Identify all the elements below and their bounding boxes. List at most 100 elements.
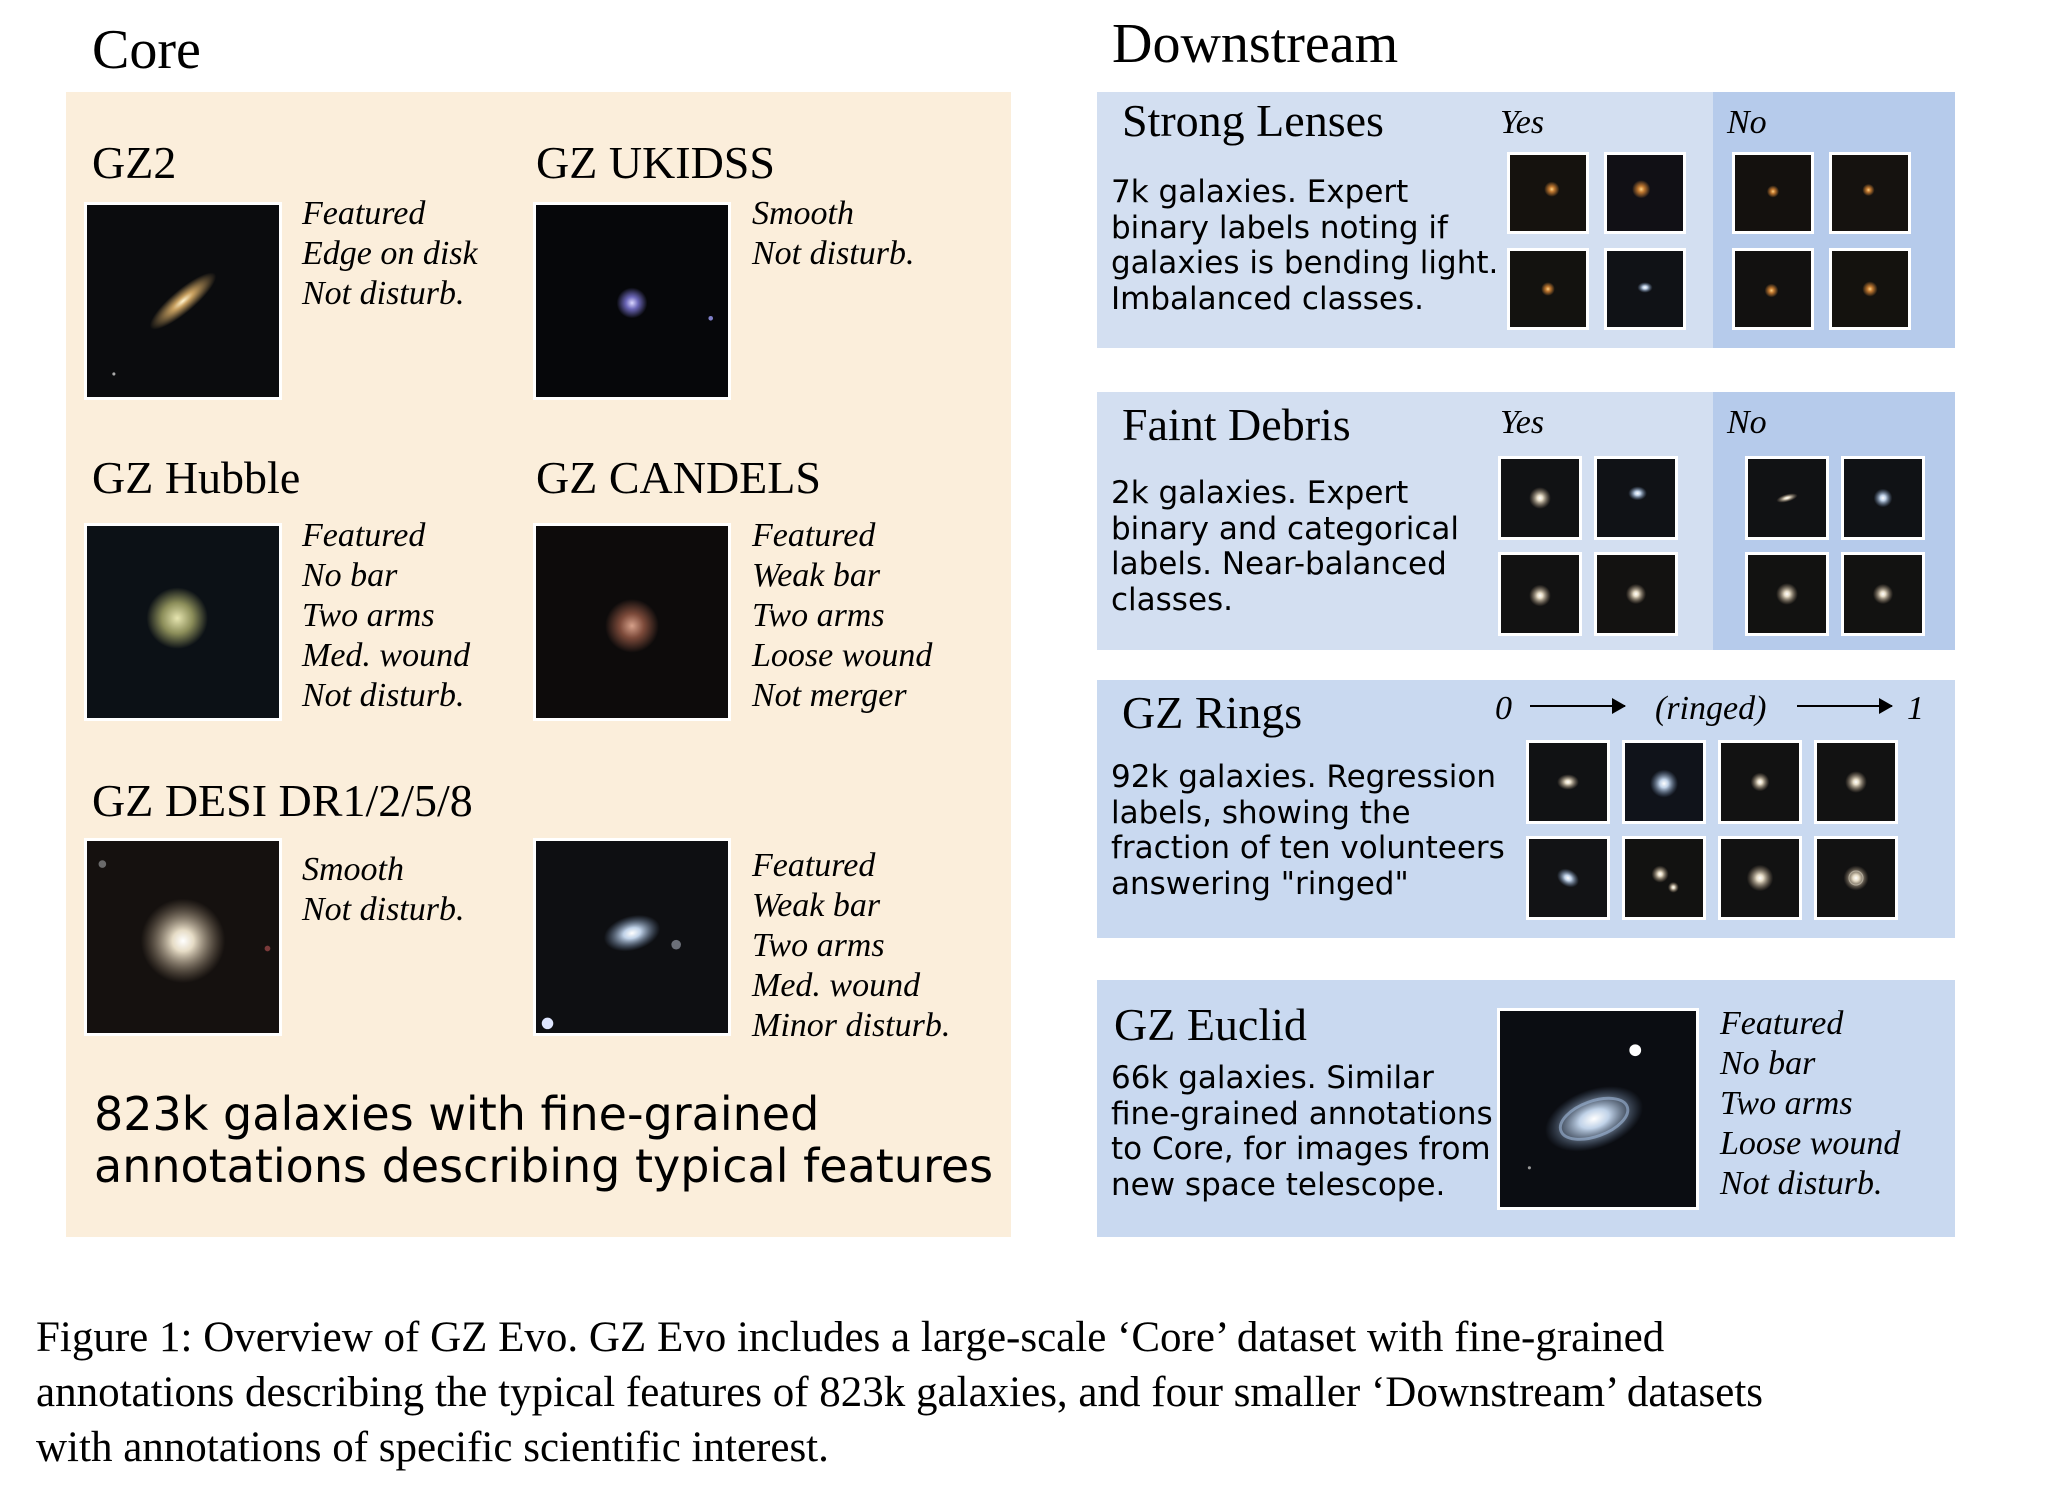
strong-lenses-description: 7k galaxies. Expert binary labels noting…: [1111, 174, 1499, 317]
faint-debris-desc-line-2: binary and categorical: [1111, 510, 1459, 547]
strong-lenses-yes-image-4: [1604, 248, 1686, 330]
gz2-tag-1: Featured: [302, 195, 426, 232]
gz-rings-image-1: [1526, 740, 1610, 824]
faint-debris-yes-image-1: [1498, 456, 1582, 540]
gz-rings-desc-line-4: answering "ringed": [1111, 865, 1409, 902]
gz-desi-right-tag-2: Weak bar: [752, 887, 881, 924]
gz-desi-right-tag-1: Featured: [752, 847, 876, 884]
gz-desi-tags-2: Featured Weak bar Two arms Med. wound Mi…: [752, 846, 950, 1046]
gz-euclid-desc-line-2: fine-grained annotations: [1111, 1095, 1493, 1132]
gz-hubble-tag-2: No bar: [302, 557, 398, 594]
strong-lenses-no-image-3: [1732, 248, 1814, 330]
gz-rings-image-3: [1718, 740, 1802, 824]
strong-lenses-label: Strong Lenses: [1122, 95, 1384, 146]
gz-desi-galaxy-image-1: [84, 838, 282, 1036]
gz-euclid-tag-5: Not disturb.: [1720, 1165, 1883, 1202]
gz-hubble-tag-3: Two arms: [302, 597, 435, 634]
gz-hubble-label: GZ Hubble: [92, 452, 301, 503]
gz-desi-left-tag-2: Not disturb.: [302, 891, 465, 928]
gz-euclid-label: GZ Euclid: [1114, 999, 1307, 1050]
faint-debris-desc-line-1: 2k galaxies. Expert: [1111, 475, 1409, 511]
faint-debris-no-label: No: [1727, 404, 1767, 441]
gz-candels-tag-2: Weak bar: [752, 557, 881, 594]
core-title: Core: [92, 19, 201, 81]
gz-euclid-tags: Featured No bar Two arms Loose wound Not…: [1720, 1004, 1900, 1204]
caption-line-3: with annotations of specific scientific …: [36, 1424, 829, 1471]
gz-rings-desc-line-2: labels, showing the: [1111, 794, 1411, 831]
gz-desi-right-tag-4: Med. wound: [752, 967, 921, 1004]
gz-candels-tag-5: Not merger: [752, 677, 907, 714]
gz-desi-label: GZ DESI DR1/2/5/8: [92, 775, 473, 826]
strong-lenses-yes-image-1: [1507, 152, 1589, 234]
gz-candels-tag-1: Featured: [752, 517, 876, 554]
strong-lenses-no-image-1: [1732, 152, 1814, 234]
gz-desi-right-tag-5: Minor disturb.: [752, 1007, 951, 1044]
gz-euclid-tag-3: Two arms: [1720, 1085, 1853, 1122]
gz-rings-image-8: [1814, 836, 1898, 920]
gz-euclid-galaxy-image: [1497, 1008, 1699, 1210]
gz-candels-tag-4: Loose wound: [752, 637, 933, 674]
faint-debris-yes-image-2: [1594, 456, 1678, 540]
gz-euclid-tag-2: No bar: [1720, 1045, 1816, 1082]
gz2-tags: Featured Edge on disk Not disturb.: [302, 194, 478, 314]
strong-lenses-no-label: No: [1727, 104, 1767, 141]
strong-lenses-no-image-4: [1829, 248, 1911, 330]
faint-debris-yes-image-3: [1498, 552, 1582, 636]
strong-lenses-desc-line-2: binary labels noting if: [1111, 209, 1448, 246]
gz-euclid-desc-line-3: to Core, for images from: [1111, 1131, 1491, 1167]
gz-rings-image-5: [1526, 836, 1610, 920]
gz-desi-right-tag-3: Two arms: [752, 927, 885, 964]
gz-rings-scale-start: 0: [1495, 690, 1512, 727]
faint-debris-desc-line-4: classes.: [1111, 581, 1234, 618]
gz-rings-image-4: [1814, 740, 1898, 824]
strong-lenses-desc-line-3: galaxies is bending light.: [1111, 245, 1499, 281]
gz-rings-scale-mid: (ringed): [1655, 690, 1767, 727]
faint-debris-yes-label: Yes: [1500, 404, 1545, 441]
gz-rings-image-7: [1718, 836, 1802, 920]
gz-ukidss-galaxy-image: [533, 202, 731, 400]
gz2-galaxy-image: [84, 202, 282, 400]
gz-rings-arrowhead-1: [1612, 698, 1626, 714]
gz-candels-galaxy-image: [533, 523, 731, 721]
caption-line-1: Figure 1: Overview of GZ Evo. GZ Evo inc…: [36, 1314, 1665, 1361]
gz-candels-tags: Featured Weak bar Two arms Loose wound N…: [752, 516, 932, 716]
gz-desi-tags-1: Smooth Not disturb.: [302, 850, 464, 930]
gz-rings-image-6: [1622, 836, 1706, 920]
gz-euclid-tag-1: Featured: [1720, 1005, 1844, 1042]
faint-debris-label: Faint Debris: [1122, 399, 1351, 450]
gz-rings-image-2: [1622, 740, 1706, 824]
gz-euclid-tag-4: Loose wound: [1720, 1125, 1901, 1162]
gz-rings-arrowhead-2: [1879, 698, 1893, 714]
faint-debris-description: 2k galaxies. Expert binary and categoric…: [1111, 475, 1459, 618]
faint-debris-no-image-4: [1841, 552, 1925, 636]
gz-rings-desc-line-1: 92k galaxies. Regression: [1111, 759, 1496, 795]
gz-candels-label: GZ CANDELS: [536, 452, 821, 503]
gz-euclid-description: 66k galaxies. Similar fine-grained annot…: [1111, 1060, 1493, 1203]
strong-lenses-yes-image-3: [1507, 248, 1589, 330]
strong-lenses-desc-line-4: Imbalanced classes.: [1111, 280, 1424, 317]
gz2-tag-2: Edge on disk: [302, 235, 478, 272]
gz-hubble-tags: Featured No bar Two arms Med. wound Not …: [302, 516, 470, 716]
gz-hubble-tag-1: Featured: [302, 517, 426, 554]
figure-caption: Figure 1: Overview of GZ Evo. GZ Evo inc…: [36, 1310, 2031, 1475]
faint-debris-desc-line-3: labels. Near-balanced: [1111, 546, 1447, 582]
caption-line-2: annotations describing the typical featu…: [36, 1369, 1764, 1416]
gz-rings-scale-end: 1: [1907, 690, 1924, 727]
faint-debris-no-image-2: [1841, 456, 1925, 540]
faint-debris-no-image-1: [1745, 456, 1829, 540]
gz-hubble-tag-5: Not disturb.: [302, 677, 465, 714]
strong-lenses-yes-image-2: [1604, 152, 1686, 234]
core-summary-line-2: annotations describing typical features: [94, 1139, 994, 1193]
gz-ukidss-label: GZ UKIDSS: [536, 137, 775, 188]
strong-lenses-desc-line-1: 7k galaxies. Expert: [1111, 174, 1409, 210]
gz-hubble-galaxy-image: [84, 523, 282, 721]
gz-hubble-tag-4: Med. wound: [302, 637, 471, 674]
gz-rings-arrow-2: [1797, 705, 1892, 707]
gz-euclid-desc-line-1: 66k galaxies. Similar: [1111, 1060, 1434, 1096]
gz-euclid-desc-line-4: new space telescope.: [1111, 1166, 1446, 1203]
strong-lenses-no-image-2: [1829, 152, 1911, 234]
strong-lenses-yes-label: Yes: [1500, 104, 1545, 141]
gz2-tag-3: Not disturb.: [302, 275, 465, 312]
gz-rings-arrow-1: [1530, 705, 1625, 707]
gz-ukidss-tags: Smooth Not disturb.: [752, 194, 914, 274]
